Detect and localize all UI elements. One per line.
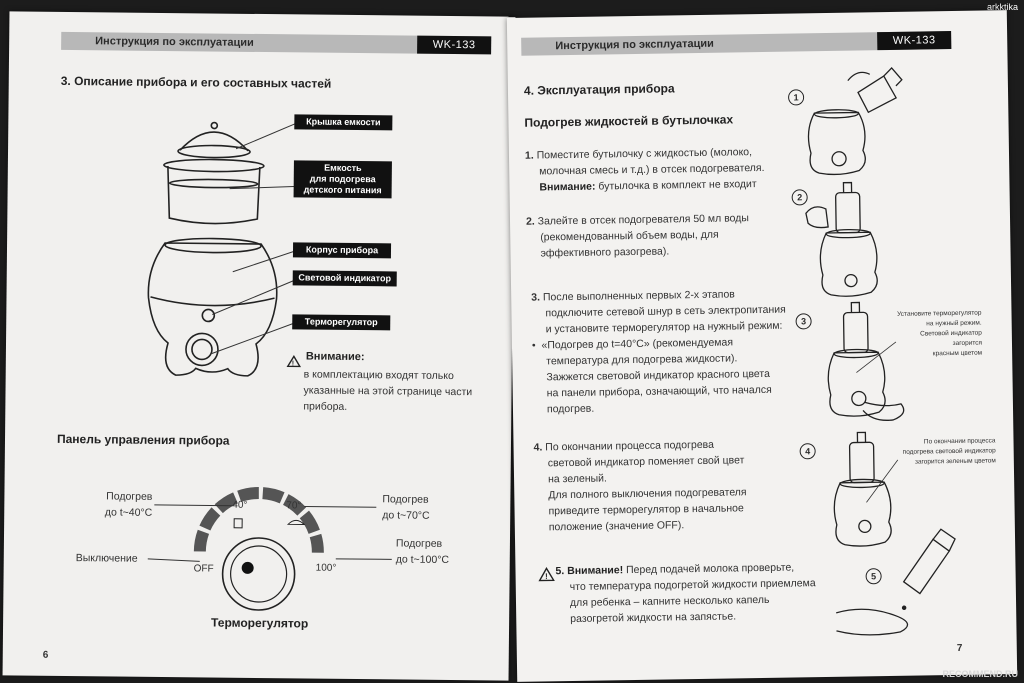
note-4-line: загорится зеленым цветом xyxy=(914,457,996,466)
note-3-line: красным цветом xyxy=(932,349,983,358)
dial-70-label: Подогрев до t~70°C xyxy=(382,491,430,523)
dial-70-line2: до t~70°C xyxy=(382,509,430,522)
warning-icon: ! xyxy=(538,567,555,582)
right-page-number: 7 xyxy=(956,642,963,654)
note-step-4: По окончании процесса подогрева световой… xyxy=(875,436,996,468)
device-illustration: ! xyxy=(147,121,302,377)
dial-off-mark: OFF xyxy=(193,563,214,575)
dial-70-line1: Подогрев xyxy=(382,493,429,506)
watermark-site: RECOMMEND.RU xyxy=(942,669,1019,679)
svg-text:!: ! xyxy=(292,360,294,367)
dial-40-line2: до t~40°C xyxy=(104,506,153,519)
left-page-number: 6 xyxy=(42,649,49,661)
dial-100-line2: до t~100°C xyxy=(395,553,450,567)
dial-100-line1: Подогрев xyxy=(395,537,443,550)
dial-off-label: Выключение xyxy=(75,552,138,565)
dial-100-label: Подогрев до t~100°C xyxy=(396,535,450,568)
watermark-user: arkktika xyxy=(986,2,1018,12)
dial-40-mark: 40° xyxy=(232,499,248,511)
dial-100-mark: 100° xyxy=(315,562,337,574)
dial-caption: Терморегулятор xyxy=(211,615,309,631)
thermostat-dial xyxy=(147,487,392,611)
svg-text:!: ! xyxy=(545,572,548,581)
note-step-3: Установите терморегулятор на нужный режи… xyxy=(871,309,982,361)
left-page: Инструкция по эксплуатации WK-133 3. Опи… xyxy=(2,11,516,681)
right-page: Инструкция по эксплуатации WK-133 4. Экс… xyxy=(506,10,1018,682)
dial-40-label: Подогрев до t~40°C xyxy=(92,488,153,521)
dial-70-mark: 70° xyxy=(286,500,302,512)
dial-40-line1: Подогрев xyxy=(106,490,153,503)
step-illustrations xyxy=(805,66,956,636)
